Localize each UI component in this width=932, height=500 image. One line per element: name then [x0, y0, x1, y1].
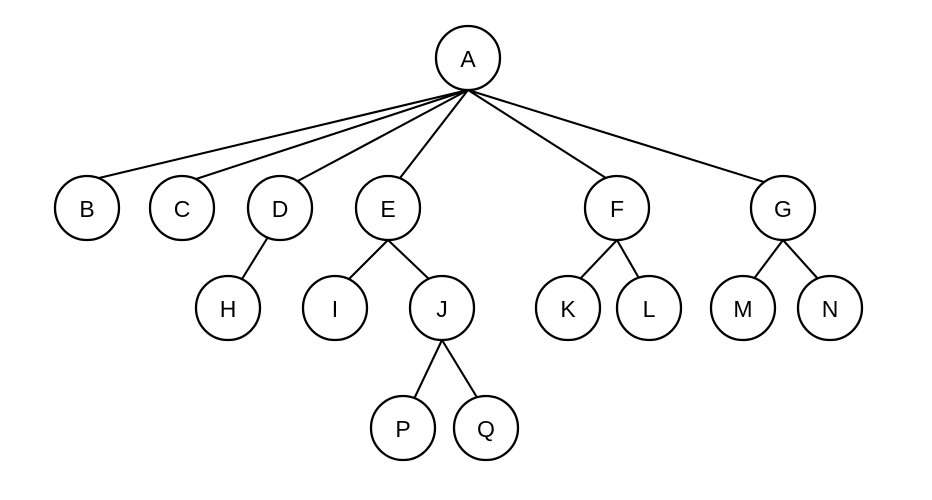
node-label-j: J — [436, 296, 448, 322]
node-label-i: I — [332, 296, 338, 322]
node-label-g: G — [774, 196, 792, 222]
tree-edge-a-g — [466, 88, 766, 184]
node-label-p: P — [395, 416, 410, 442]
tree-node-n[interactable]: N — [796, 274, 864, 342]
tree-node-j[interactable]: J — [408, 274, 476, 342]
tree-node-c[interactable]: C — [148, 174, 216, 242]
tree-edge-a-f — [466, 88, 608, 180]
tree-edge-d-h — [240, 235, 270, 281]
tree-edge-e-j — [386, 238, 432, 282]
tree-node-g[interactable]: G — [749, 174, 817, 242]
node-circle-b[interactable] — [53, 174, 121, 242]
tree-edge-f-k — [577, 238, 619, 282]
tree-edge-e-i — [346, 238, 390, 282]
tree-edge-j-p — [412, 338, 444, 401]
node-label-n: N — [822, 296, 839, 322]
tree-edge-a-e — [398, 88, 470, 180]
tree-node-m[interactable]: M — [709, 274, 777, 342]
tree-node-p[interactable]: P — [369, 394, 437, 462]
node-label-f: F — [610, 196, 624, 222]
node-label-h: H — [220, 296, 237, 322]
node-label-l: L — [643, 296, 656, 322]
node-circle-k[interactable] — [534, 274, 602, 342]
tree-edge-a-d — [294, 88, 470, 184]
tree-edge-a-b — [97, 88, 470, 180]
tree-node-l[interactable]: L — [615, 274, 683, 342]
tree-node-b[interactable]: B — [53, 174, 121, 242]
node-circle-c[interactable] — [148, 174, 216, 242]
node-circle-e[interactable] — [354, 174, 422, 242]
tree-node-h[interactable]: H — [194, 274, 262, 342]
node-circle-g[interactable] — [749, 174, 817, 242]
tree-node-q[interactable]: Q — [452, 394, 520, 462]
tree-node-k[interactable]: K — [534, 274, 602, 342]
node-label-k: K — [560, 296, 576, 322]
node-label-a: A — [460, 46, 476, 72]
node-label-q: Q — [477, 416, 495, 442]
edges-layer — [97, 88, 821, 401]
tree-node-d[interactable]: D — [246, 174, 314, 242]
tree-edge-g-m — [751, 238, 785, 282]
node-circle-m[interactable] — [709, 274, 777, 342]
tree-node-a[interactable]: A — [434, 24, 502, 92]
node-label-b: B — [79, 196, 94, 222]
tree-node-e[interactable]: E — [354, 174, 422, 242]
node-circle-p[interactable] — [369, 394, 437, 462]
node-label-m: M — [733, 296, 752, 322]
tree-edge-f-l — [615, 238, 642, 282]
node-label-c: C — [174, 196, 191, 222]
node-circle-q[interactable] — [452, 394, 520, 462]
node-circle-a[interactable] — [434, 24, 502, 92]
tree-edge-j-q — [440, 338, 480, 401]
node-label-d: D — [272, 196, 289, 222]
node-circle-l[interactable] — [615, 274, 683, 342]
node-circle-i[interactable] — [301, 274, 369, 342]
nodes-layer: A B C D E F G H I J K L M N P Q — [53, 24, 864, 462]
node-circle-n[interactable] — [796, 274, 864, 342]
node-circle-h[interactable] — [194, 274, 262, 342]
tree-node-f[interactable]: F — [583, 174, 651, 242]
tree-edge-g-n — [781, 238, 821, 282]
node-circle-f[interactable] — [583, 174, 651, 242]
node-circle-d[interactable] — [246, 174, 314, 242]
tree-edge-a-c — [194, 88, 470, 181]
node-circle-j[interactable] — [408, 274, 476, 342]
tree-node-i[interactable]: I — [301, 274, 369, 342]
node-label-e: E — [380, 196, 395, 222]
